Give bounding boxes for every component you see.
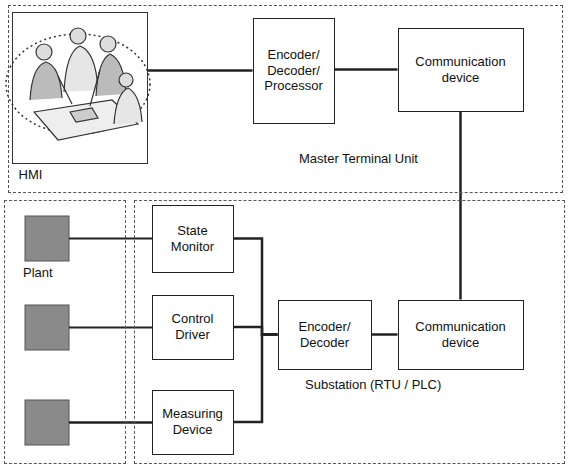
process-box: Encoder/ Decoder — [278, 300, 372, 370]
box-label: Encoder/ Decoder — [284, 319, 366, 350]
person-head — [70, 28, 86, 44]
plant-wire — [69, 238, 152, 240]
laptop-sketch — [70, 108, 98, 122]
hmi-illustration — [6, 28, 150, 140]
person-body — [30, 62, 62, 100]
region-label: Substation (RTU / PLC) — [305, 377, 441, 393]
person-head — [119, 73, 133, 87]
person-head — [36, 44, 52, 60]
box-label: Encoder/ Decoder/ Processor — [259, 47, 329, 94]
person-body — [114, 88, 142, 124]
link-line — [372, 333, 398, 336]
region-label: Plant — [23, 265, 53, 281]
process-box: Encoder/ Decoder/ Processor — [253, 18, 335, 124]
box-label: Communication device — [404, 54, 518, 85]
process-box: Communication device — [398, 28, 524, 112]
box-label: Control Driver — [158, 311, 228, 342]
person-head — [100, 36, 116, 52]
arm-sketch — [58, 70, 100, 106]
plant-unit — [25, 400, 69, 445]
plant-unit — [25, 216, 69, 261]
plant-equipment — [25, 216, 152, 445]
plant-unit — [25, 305, 69, 350]
link-line — [459, 112, 462, 300]
mtu-region: HMI Encoder/ Decoder/ Processor Communicat… — [8, 5, 563, 193]
box-label: Communication device — [404, 319, 518, 350]
process-box: Communication device — [398, 300, 524, 370]
link-line — [234, 239, 278, 335]
link-line — [335, 68, 398, 71]
process-box: Measuring Device — [152, 390, 234, 455]
link-line — [234, 335, 278, 423]
hmi-dotted-ellipse — [6, 34, 150, 134]
plant-wire — [69, 327, 152, 329]
hmi-picture: HMI — [12, 12, 148, 164]
link-line — [148, 69, 253, 72]
substation-region: State MonitorControl DriverMeasuring Dev… — [134, 200, 565, 464]
plant-wire — [69, 421, 152, 424]
process-box: Control Driver — [152, 295, 234, 360]
box-label: Measuring Device — [158, 406, 228, 437]
plant-region: Plant — [4, 200, 126, 464]
region-label: Master Terminal Unit — [299, 151, 418, 167]
region-label: HMI — [19, 167, 43, 183]
person-body — [64, 46, 98, 92]
process-box: State Monitor — [152, 205, 234, 273]
box-label: State Monitor — [158, 223, 228, 254]
